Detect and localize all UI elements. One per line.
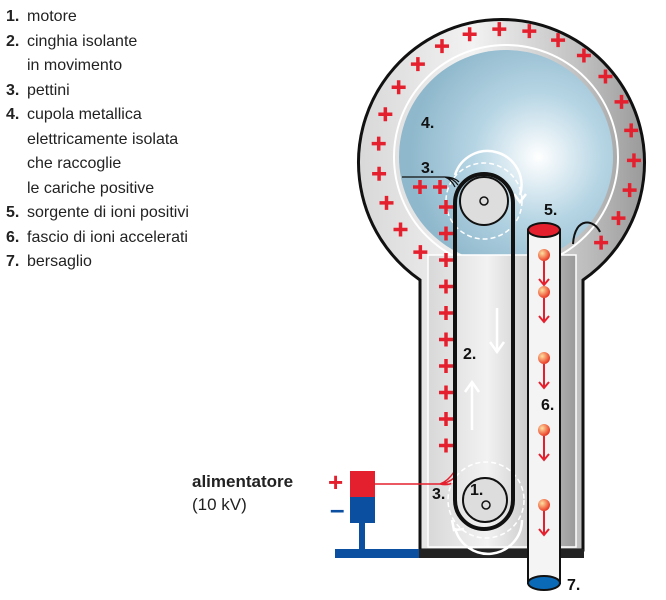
legend-number: 3. <box>6 81 20 99</box>
positive-charge-icon <box>462 27 477 42</box>
positive-charge-icon <box>413 180 427 194</box>
label-comb-bottom: 3. <box>432 486 445 503</box>
positive-charge-icon <box>410 57 425 72</box>
power-supply-label: alimentatore (10 kV) <box>192 470 293 516</box>
positive-charge-icon <box>379 195 394 210</box>
legend-number: 1. <box>6 8 20 25</box>
positive-charge-icon <box>439 279 453 294</box>
ground-line <box>335 549 419 558</box>
ion <box>538 286 550 298</box>
positive-charge-icon <box>371 136 386 151</box>
legend-number: 5. <box>6 204 20 221</box>
legend-item: 1. motore <box>6 5 189 30</box>
positive-charge-icon <box>439 359 453 373</box>
legend-text: cupola metallica elettricamente isolata … <box>27 106 179 197</box>
positive-charge-icon <box>439 253 453 267</box>
motor-pulley <box>462 477 508 523</box>
legend-number: 6. <box>6 228 20 246</box>
minus-sign: – <box>330 494 344 524</box>
upper-comb <box>402 176 460 188</box>
positive-charge-icon <box>622 183 637 198</box>
supply-negative-terminal <box>350 497 375 523</box>
positive-charge-icon <box>439 226 453 241</box>
legend-item: 5. sorgente di ioni positivi <box>6 201 189 226</box>
positive-charge-icon <box>439 438 453 453</box>
legend-text: cinghia isolante in movimento <box>27 32 138 75</box>
insulating-belt <box>453 172 515 531</box>
legend-text: sorgente di ioni positivi <box>27 204 189 221</box>
positive-charge-icon <box>614 94 629 109</box>
positive-charge-icon <box>492 22 507 37</box>
legend-text: fascio di ioni accelerati <box>27 228 188 246</box>
positive-charge-icon <box>378 107 393 122</box>
legend-text: motore <box>27 8 77 25</box>
positive-charge-icon <box>598 69 613 84</box>
label-beam: 6. <box>541 397 554 414</box>
positive-charge-icon <box>391 80 406 95</box>
ion-arrow-icon <box>538 436 550 462</box>
positive-charge-icon <box>626 153 641 168</box>
ion <box>538 424 550 436</box>
legend: 1. motore 2. cinghia isolante in movimento 3… <box>6 5 189 275</box>
ion <box>538 352 550 364</box>
positive-charge-icon <box>372 166 387 181</box>
positive-charge-icon <box>439 200 453 214</box>
label-belt: 2. <box>463 346 476 363</box>
positive-charge-icon <box>413 245 428 260</box>
ion-arrow-icon <box>538 364 550 390</box>
target <box>527 575 561 591</box>
power-supply-voltage: (10 kV) <box>192 495 247 514</box>
plus-sign: + <box>328 467 343 497</box>
legend-item: 7. bersaglio <box>6 250 189 275</box>
legend-item: 6. fascio di ioni accelerati <box>6 226 189 251</box>
supply-wire <box>375 471 455 486</box>
positive-charge-icon <box>439 385 453 400</box>
legend-text: bersaglio <box>27 253 92 270</box>
label-target: 7. <box>567 577 580 594</box>
positive-charge-icon <box>393 222 408 237</box>
legend-item: 4. cupola metallica elettricamente isolat… <box>6 103 189 201</box>
legend-item: 2. cinghia isolante in movimento <box>6 30 189 79</box>
supply-positive-terminal <box>350 471 375 497</box>
legend-item: 3. pettini <box>6 79 189 104</box>
ion <box>538 499 550 511</box>
upper-pulley <box>459 176 509 226</box>
positive-charge-icon <box>624 123 639 138</box>
label-comb-top: 3. <box>421 160 434 177</box>
legend-number: 2. <box>6 32 20 50</box>
legend-number: 7. <box>6 253 20 270</box>
positive-charge-icon <box>433 180 447 194</box>
positive-charge-icon <box>522 24 537 39</box>
base-plate <box>418 549 584 558</box>
ion <box>538 249 550 261</box>
ion-arrow-icon <box>538 511 550 537</box>
legend-number: 4. <box>6 106 20 123</box>
belt-down-arrow <box>488 308 506 355</box>
legend-text: pettini <box>27 81 70 99</box>
label-source: 5. <box>544 202 557 219</box>
label-dome: 4. <box>421 115 434 132</box>
ion-arrow-icon <box>538 298 550 324</box>
positive-charge-icon <box>439 412 453 426</box>
positive-charge-icon <box>551 33 566 48</box>
ion-arrow-icon <box>538 261 550 287</box>
positive-charge-icon <box>611 211 626 226</box>
power-supply-title: alimentatore <box>192 472 294 491</box>
belt-up-arrow <box>463 379 481 430</box>
label-motor: 1. <box>470 482 483 499</box>
positive-charge-icon <box>594 235 609 250</box>
positive-charge-icon <box>439 306 453 320</box>
positive-charge-icon <box>576 48 591 63</box>
ion-source <box>527 222 561 238</box>
positive-charge-icon <box>439 332 453 347</box>
positive-charge-icon <box>435 39 449 54</box>
